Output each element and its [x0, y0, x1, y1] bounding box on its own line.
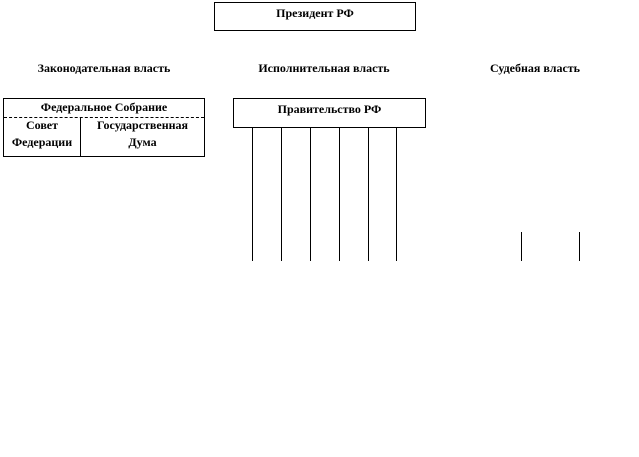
chamber-separator	[80, 117, 81, 156]
chamber-state-duma: Государственная Дума	[81, 117, 204, 151]
federal-assembly-title: Федеральное Собрание	[40, 100, 168, 114]
president-box: Президент РФ	[214, 2, 416, 31]
judicial-connector-line	[521, 232, 522, 261]
government-label: Правительство РФ	[277, 102, 382, 116]
executive-connector-line	[339, 128, 340, 261]
executive-connector-line	[281, 128, 282, 261]
executive-connector-line	[368, 128, 369, 261]
executive-connector-line	[396, 128, 397, 261]
federal-assembly-divider	[4, 117, 204, 118]
government-box: Правительство РФ	[233, 98, 426, 128]
legislative-branch-heading: Законодательная власть	[37, 61, 171, 75]
federal-assembly-box: Федеральное Собрание Совет Федерации Гос…	[3, 98, 205, 157]
chamber-federation-council: Совет Федерации	[4, 117, 80, 151]
president-label: Президент РФ	[276, 6, 354, 20]
judicial-branch-heading: Судебная власть	[489, 61, 581, 75]
chamber-federation-council-line2: Федерации	[11, 135, 73, 149]
executive-connector-line	[252, 128, 253, 261]
chamber-state-duma-line1: Государственная	[96, 118, 189, 132]
chamber-federation-council-line1: Совет	[25, 118, 59, 132]
chamber-state-duma-line2: Дума	[128, 135, 157, 149]
executive-branch-heading: Исполнительная власть	[258, 61, 390, 75]
judicial-connector-line	[579, 232, 580, 261]
executive-connector-line	[310, 128, 311, 261]
